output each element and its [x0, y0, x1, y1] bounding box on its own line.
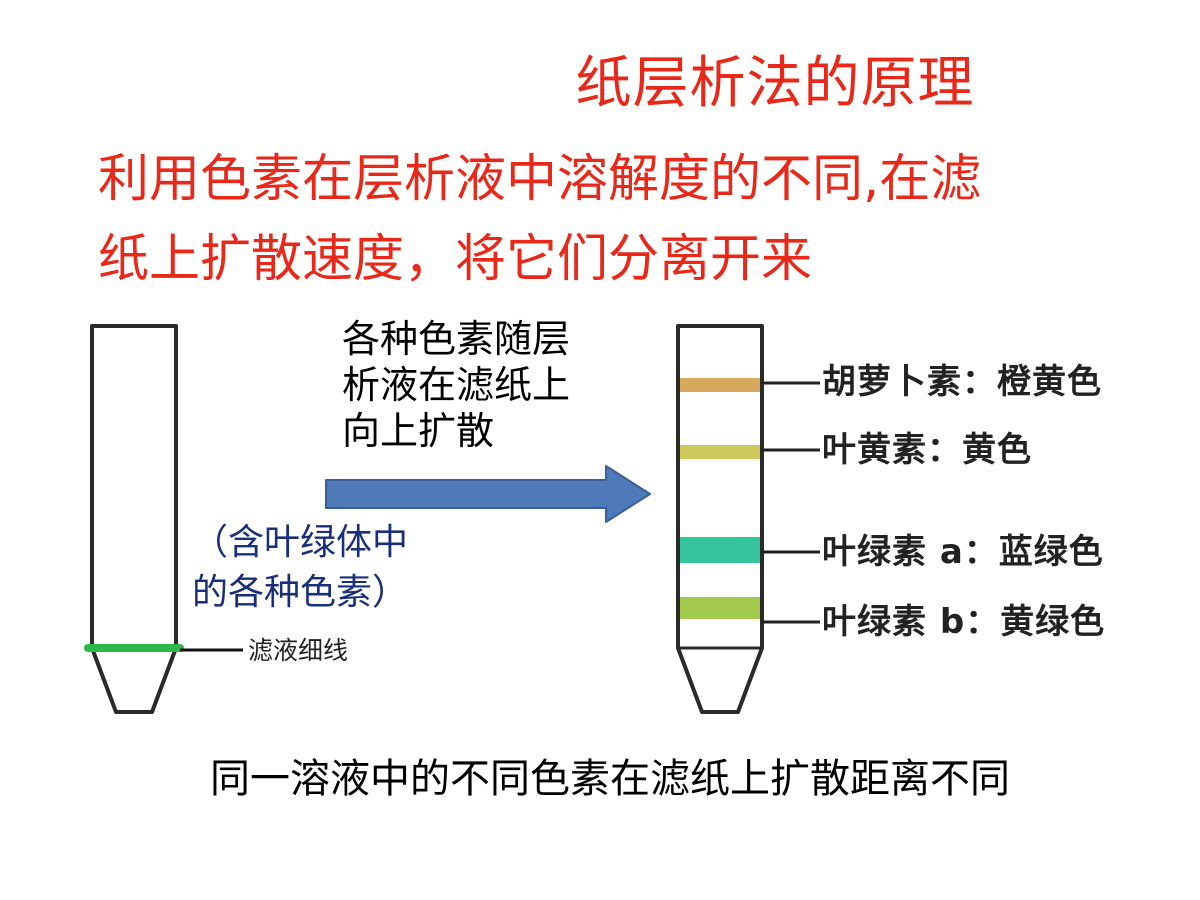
principle-line-1: 利用色素在层析液中溶解度的不同,在滤 — [98, 150, 982, 209]
diffusion-note-line-3: 向上扩散 — [342, 409, 495, 453]
pigment-contents-line-2: 的各种色素） — [192, 572, 409, 613]
pigment-bands — [680, 378, 820, 624]
diffusion-note: 各种色素随层 析液在滤纸上 向上扩散 — [342, 316, 642, 454]
principle-line-2: 纸上扩散速度，将它们分离开来 — [98, 230, 813, 289]
pigment-band-xanthophyll — [680, 445, 760, 459]
diffusion-arrow — [325, 465, 651, 523]
diffusion-arrow-shape — [325, 465, 651, 523]
band-label-xanthophyll: 叶黄素：黄色 — [822, 430, 1032, 470]
filter-line-label: 滤液细线 — [248, 636, 349, 665]
band-label-chlorophyll-b: 叶绿素 b：黄绿色 — [822, 602, 1106, 642]
filter-paper-after — [676, 324, 820, 714]
pigment-contents-note: （含叶绿体中 的各种色素） — [192, 518, 492, 618]
conclusion-text: 同一溶液中的不同色素在滤纸上扩散距离不同 — [210, 756, 1010, 802]
principle-text: 利用色素在层析液中溶解度的不同,在滤 纸上扩散速度，将它们分离开来 — [98, 140, 1158, 300]
band-label-carotene: 胡萝卜素：橙黄色 — [822, 362, 1102, 402]
band-label-chlorophyll-a: 叶绿素 a：蓝绿色 — [822, 532, 1104, 572]
diffusion-note-line-2: 析液在滤纸上 — [342, 363, 571, 407]
pigment-band-chlorophyll-a — [680, 537, 760, 563]
filter-paper-before — [84, 324, 243, 714]
pigment-band-carotene — [680, 378, 760, 392]
filter-paper-before-outline — [90, 324, 178, 714]
pigment-band-chlorophyll-b — [680, 597, 760, 619]
pigment-contents-line-1: （含叶绿体中 — [192, 522, 409, 563]
diffusion-note-line-1: 各种色素随层 — [342, 317, 571, 361]
slide-title: 纸层析法的原理 — [575, 51, 975, 116]
